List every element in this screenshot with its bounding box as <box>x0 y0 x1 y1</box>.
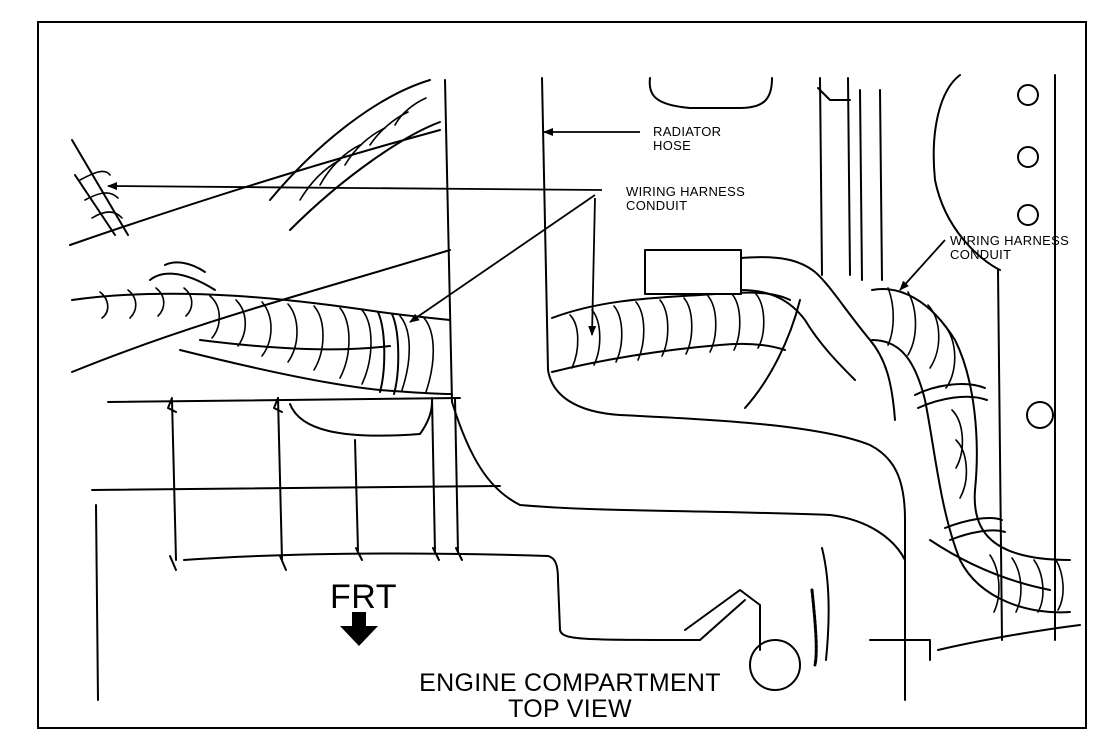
upper-center-bracket <box>648 77 773 109</box>
caption-line2: TOP VIEW <box>508 695 632 724</box>
wiring-harness-conduit-label-right: WIRING HARNESS CONDUIT <box>950 234 1069 261</box>
harness-leader-1 <box>107 182 603 191</box>
wiring-harness-conduit-label-center: WIRING HARNESS CONDUIT <box>626 185 745 212</box>
harness-connector <box>644 249 742 295</box>
radiator-hose-label-line2: HOSE <box>653 137 692 153</box>
wiring-harness-right-line1: WIRING HARNESS <box>950 233 1070 248</box>
upper-left-conduit <box>71 79 441 236</box>
harness-leader-right <box>899 239 946 291</box>
wiring-harness-center-line2: CONDUIT <box>626 197 688 213</box>
radiator-support <box>91 397 701 701</box>
radiator-hose-label: RADIATOR HOSE <box>653 125 721 152</box>
wiring-harness-center-line1: WIRING HARNESS <box>626 184 746 199</box>
left-wiring-harness-conduit <box>71 261 453 395</box>
right-vertical-tubes <box>744 77 883 409</box>
radiator-hose-label-line1: RADIATOR <box>653 124 722 139</box>
diagram-frame <box>37 21 1087 729</box>
right-wiring-harness-conduit <box>871 287 1071 614</box>
front-arrow-icon <box>340 612 378 646</box>
diagram-caption: ENGINE COMPARTMENT TOP VIEW <box>400 670 740 723</box>
radiator-hose <box>451 77 906 701</box>
right-body-panel <box>932 74 1056 641</box>
center-wiring-harness-conduit <box>551 291 791 373</box>
front-label: FRT <box>330 578 397 616</box>
wiring-harness-right-line2: CONDUIT <box>950 246 1012 262</box>
harness-leader-2 <box>409 194 596 323</box>
caption-line1: ENGINE COMPARTMENT <box>419 669 721 697</box>
lower-fittings <box>684 547 1081 691</box>
left-body-panel <box>69 79 453 403</box>
harness-leader-3 <box>588 197 597 336</box>
